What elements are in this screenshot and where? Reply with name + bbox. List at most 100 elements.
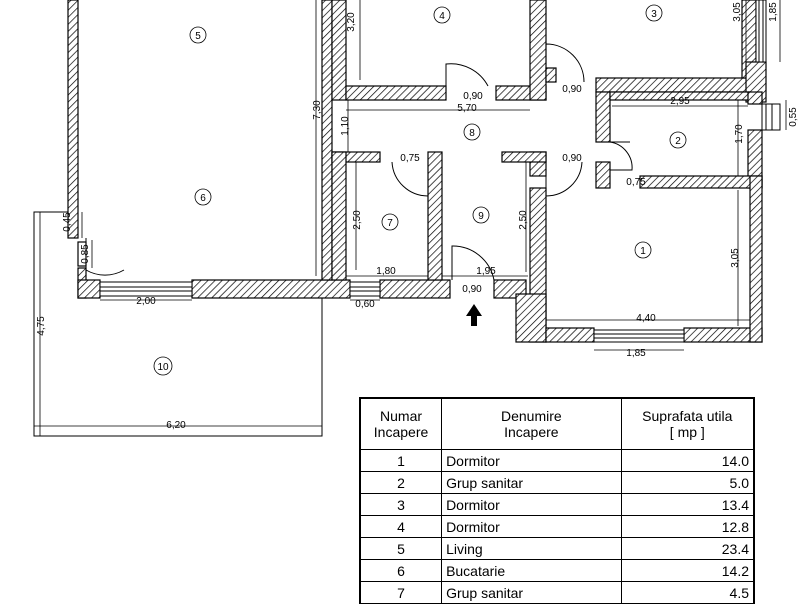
wall <box>321 0 333 281</box>
dim-label: 0,90 <box>462 284 482 295</box>
wall <box>427 151 443 281</box>
wall <box>595 91 611 143</box>
dim-label: 7,30 <box>312 100 323 120</box>
doors <box>85 43 633 281</box>
wall <box>545 67 557 83</box>
dim-label: 3,05 <box>730 248 741 268</box>
wall <box>595 77 757 93</box>
dim-label: 1,70 <box>734 124 745 144</box>
dim-label: 2,50 <box>352 210 363 230</box>
room-marker-3: 3 <box>645 4 663 22</box>
room-number: 2 <box>359 471 443 494</box>
room-marker-1: 1 <box>634 241 652 259</box>
wall <box>77 279 101 299</box>
svg-text:8: 8 <box>469 128 475 139</box>
door-entrance <box>451 245 495 281</box>
dim-label: 0,90 <box>463 91 483 102</box>
room-name: Dormitor <box>441 515 622 538</box>
window-room3 <box>755 0 767 63</box>
room-area: 5.0 <box>620 471 755 494</box>
room-area: 12.8 <box>620 515 755 538</box>
wall <box>595 161 611 189</box>
dim-label: 4,75 <box>36 316 47 336</box>
svg-text:5: 5 <box>195 31 201 42</box>
dim-label: 5,70 <box>457 103 477 114</box>
window-living-bottom <box>99 281 193 297</box>
room-marker-10: 10 <box>153 356 173 376</box>
room-marker-9: 9 <box>472 206 490 224</box>
room-area: 14.0 <box>620 449 755 472</box>
wall <box>545 327 595 343</box>
window-room2 <box>761 103 781 131</box>
dimension-lines <box>34 0 787 436</box>
room-number: 6 <box>359 559 443 582</box>
dim-label: 1,95 <box>476 266 496 277</box>
room-marker-7: 7 <box>381 213 399 231</box>
window-room1 <box>593 329 685 343</box>
dim-label: 0,85 <box>80 244 91 264</box>
dim-label: 0,75 <box>626 177 646 188</box>
wall <box>501 151 547 163</box>
room-number: 1 <box>359 449 443 472</box>
dim-label: 3,20 <box>346 12 357 32</box>
wall <box>331 0 347 101</box>
door-room2 <box>609 141 633 171</box>
door-room3 <box>545 43 585 83</box>
room-marker-4: 4 <box>433 6 451 24</box>
dim-label: 0,45 <box>62 212 73 232</box>
svg-text:4: 4 <box>439 11 445 22</box>
svg-text:2: 2 <box>675 136 681 147</box>
room-name: Living <box>441 537 622 560</box>
wall <box>67 0 79 239</box>
dim-label: 0,90 <box>562 153 582 164</box>
room-number: 4 <box>359 515 443 538</box>
svg-text:6: 6 <box>200 193 206 204</box>
wall <box>191 279 351 299</box>
room-area: 23.4 <box>620 537 755 560</box>
room-name: Dormitor <box>441 449 622 472</box>
dim-label: 2,50 <box>518 210 529 230</box>
svg-text:9: 9 <box>478 211 484 222</box>
wall <box>331 151 347 281</box>
dim-label: 0,75 <box>400 153 420 164</box>
dim-label: 2,95 <box>670 96 690 107</box>
room-name: Bucatarie <box>441 559 622 582</box>
door-terrace <box>85 238 125 276</box>
windows <box>99 0 781 343</box>
window-wc <box>349 281 381 297</box>
room-number: 5 <box>359 537 443 560</box>
room-area: 13.4 <box>620 493 755 516</box>
svg-text:10: 10 <box>157 362 169 373</box>
room-number: 3 <box>359 493 443 516</box>
room-name: Grup sanitar <box>441 581 622 604</box>
wall <box>345 85 447 101</box>
dim-label: 4,40 <box>636 313 656 324</box>
room-marker-5: 5 <box>189 26 207 44</box>
room-area: 14.2 <box>620 559 755 582</box>
room-marker-2: 2 <box>669 131 687 149</box>
room-marker-6: 6 <box>194 188 212 206</box>
wall <box>379 279 451 299</box>
header-room-area: Suprafata utila[ mp ] <box>620 397 755 450</box>
dimension-labels: 3,20 7,30 1,10 0,90 5,70 0,90 2,95 3,05 … <box>36 2 799 431</box>
terrace-outline <box>33 211 323 437</box>
wall <box>529 0 547 101</box>
room-name: Dormitor <box>441 493 622 516</box>
dim-label: 1,80 <box>376 266 396 277</box>
svg-text:1: 1 <box>640 246 646 257</box>
room-number: 7 <box>359 581 443 604</box>
dim-label: 1,85 <box>768 2 779 22</box>
dim-label: 0,60 <box>355 299 375 310</box>
svg-text:7: 7 <box>387 218 393 229</box>
